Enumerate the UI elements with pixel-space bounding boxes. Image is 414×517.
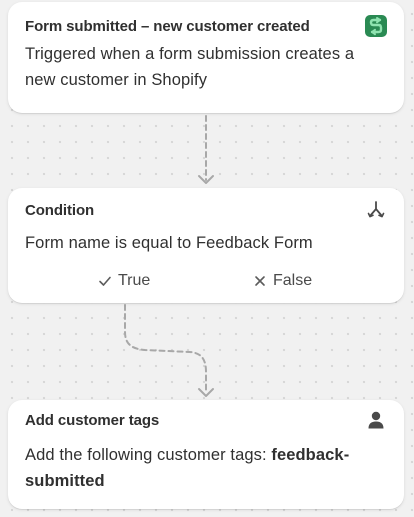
action-description: Add the following customer tags: feedbac… — [25, 442, 387, 494]
trigger-title: Form submitted – new customer created — [25, 17, 310, 35]
condition-branches: True False — [8, 272, 404, 292]
branch-false[interactable]: False — [253, 272, 312, 290]
action-title: Add customer tags — [25, 411, 160, 429]
shopify-flow-icon — [365, 15, 387, 37]
condition-card-header: Condition — [25, 200, 387, 220]
action-card-header: Add customer tags — [25, 410, 387, 430]
condition-card[interactable]: Condition Form name is equal to Feedback… — [8, 188, 404, 303]
branch-icon — [365, 199, 387, 221]
branch-false-label: False — [273, 272, 313, 289]
trigger-card-header: Form submitted – new customer created — [25, 15, 387, 37]
customer-icon — [365, 409, 387, 431]
action-tags: feedback-submitted — [25, 446, 350, 490]
check-icon — [99, 276, 111, 286]
trigger-card[interactable]: Form submitted – new customer created Tr… — [8, 2, 404, 113]
condition-description: Form name is equal to Feedback Form — [25, 234, 313, 252]
action-card[interactable]: Add customer tags Add the following cust… — [8, 400, 404, 509]
trigger-description: Triggered when a form submission creates… — [25, 45, 355, 89]
branch-true-label: True — [118, 272, 151, 289]
arrowhead-action — [198, 388, 214, 397]
connector-condition-true-to-action — [124, 304, 207, 393]
branch-true[interactable]: True — [98, 272, 150, 290]
arrowhead-condition — [198, 175, 214, 184]
x-icon — [255, 276, 265, 286]
action-description-prefix: Add the following customer tags: — [25, 446, 272, 464]
condition-title: Condition — [25, 201, 95, 219]
